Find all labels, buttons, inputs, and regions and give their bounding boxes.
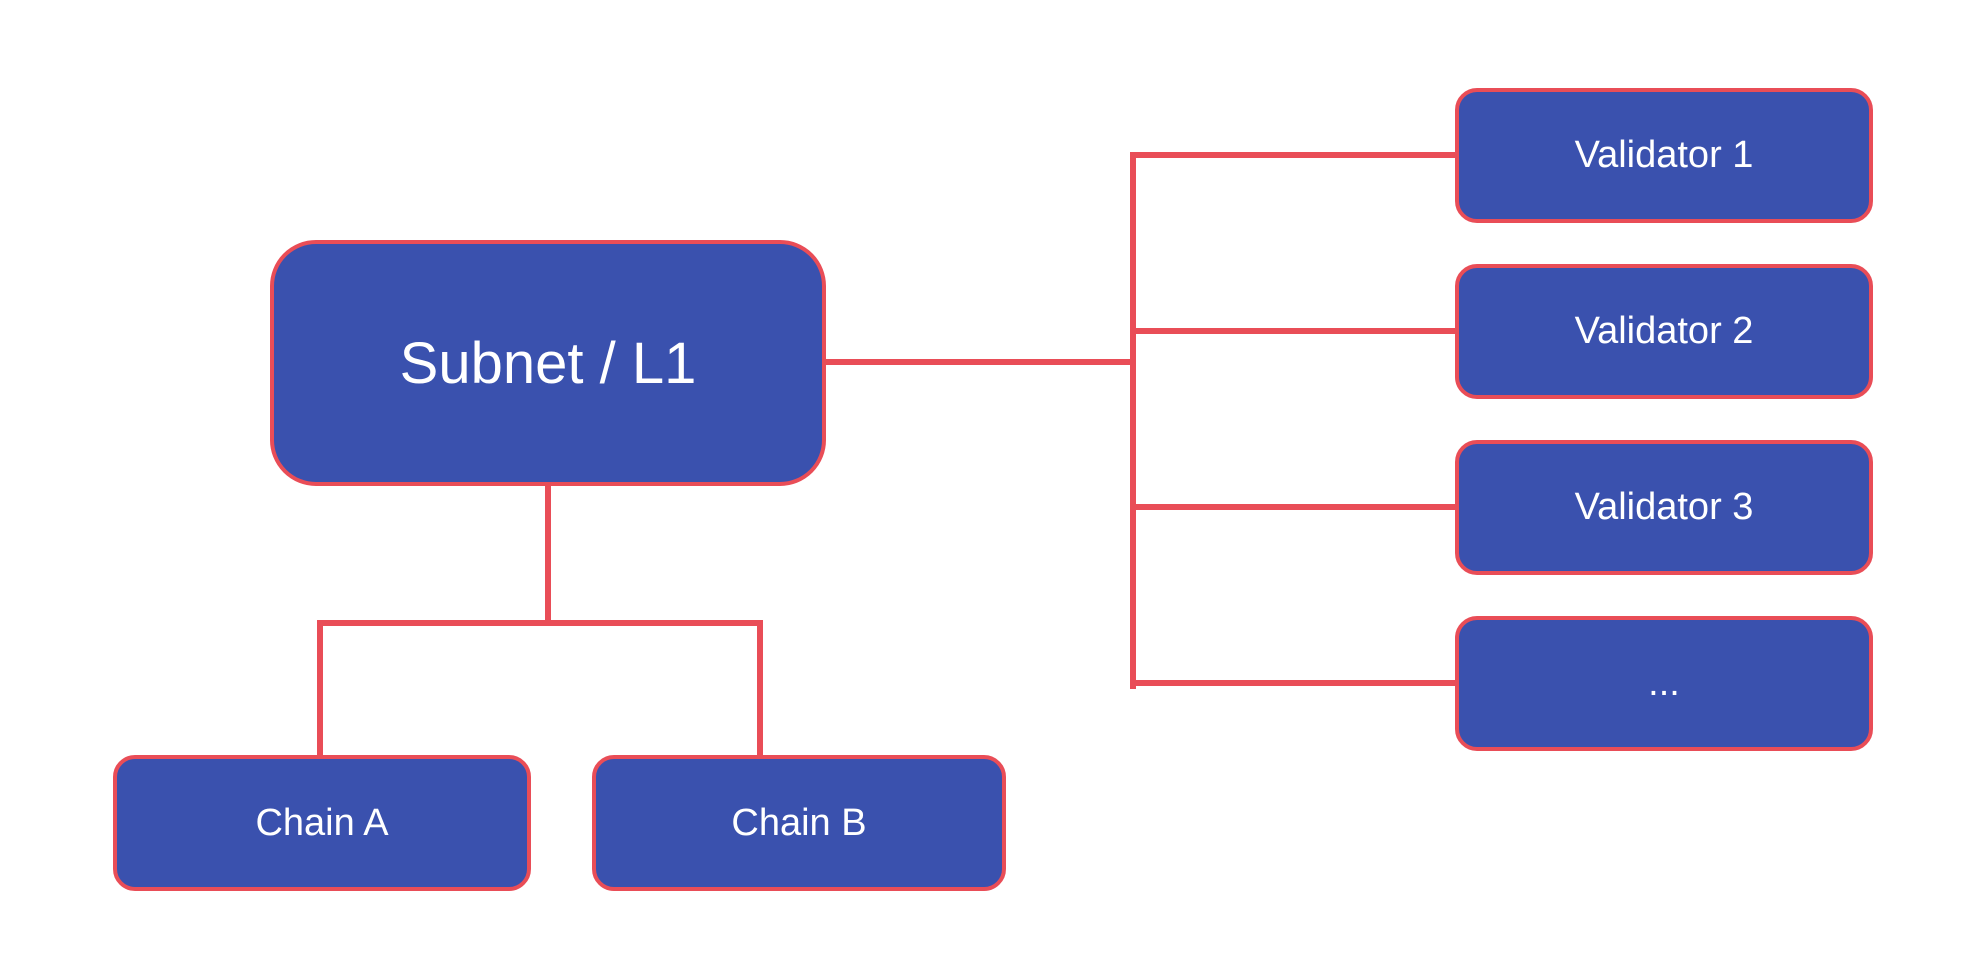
node-subnet-l1-label: Subnet / L1: [399, 330, 697, 396]
connector-trunk-to-validator-more: [1130, 680, 1457, 686]
connector-trunk-to-validator-1: [1130, 152, 1457, 158]
connector-subnet-to-chains-drop: [545, 484, 551, 626]
node-validator-2: Validator 2: [1455, 264, 1873, 399]
node-validator-1: Validator 1: [1455, 88, 1873, 223]
node-validator-3-label: Validator 3: [1574, 486, 1754, 528]
connector-trunk-to-validator-2: [1130, 328, 1457, 334]
connector-bar-to-chain-b: [757, 620, 763, 757]
node-validator-more: ...: [1455, 616, 1873, 751]
connector-trunk-to-validator-3: [1130, 504, 1457, 510]
node-validator-3: Validator 3: [1455, 440, 1873, 575]
connector-bar-to-chain-a: [317, 620, 323, 757]
node-chain-b: Chain B: [592, 755, 1006, 891]
node-chain-b-label: Chain B: [731, 801, 867, 844]
connector-validators-trunk: [1130, 152, 1136, 689]
connector-chains-bar: [317, 620, 763, 626]
node-subnet-l1: Subnet / L1: [270, 240, 826, 486]
node-chain-a-label: Chain A: [255, 801, 389, 844]
node-validator-more-label: ...: [1648, 662, 1680, 704]
node-validator-2-label: Validator 2: [1574, 310, 1754, 352]
node-chain-a: Chain A: [113, 755, 531, 891]
node-validator-1-label: Validator 1: [1574, 134, 1754, 176]
connector-subnet-to-validators-trunk: [824, 359, 1136, 365]
